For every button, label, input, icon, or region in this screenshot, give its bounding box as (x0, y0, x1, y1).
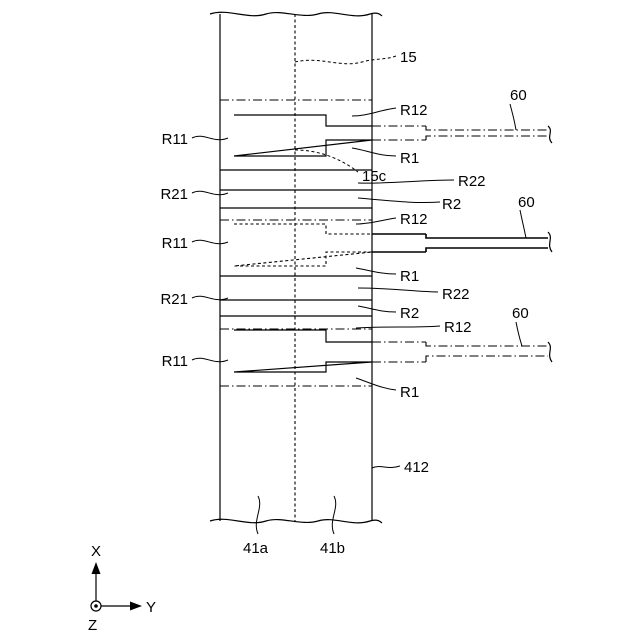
leader-60-2 (520, 210, 526, 238)
leader-60-3 (516, 322, 522, 346)
label-r12-1: R12 (400, 102, 428, 119)
label-412: 412 (404, 459, 429, 476)
wire-60-1-break (548, 126, 552, 143)
y-axis-arrowhead (130, 602, 142, 611)
leader-lines (192, 56, 526, 534)
label-r12-3: R12 (444, 319, 472, 336)
element-3 (234, 330, 552, 372)
leader-r1-2 (356, 268, 396, 274)
label-r11-3: R11 (162, 353, 188, 370)
axis-label-y: Y (146, 599, 156, 616)
element-2-outline (234, 224, 372, 266)
leader-r21-1 (192, 191, 228, 194)
label-15: 15 (400, 49, 417, 66)
leader-r12-3 (356, 326, 440, 328)
label-r12-2: R12 (400, 211, 428, 228)
leader-r12-1 (352, 108, 396, 116)
label-41b: 41b (320, 540, 345, 557)
leader-r12-2 (356, 218, 396, 224)
x-axis-arrowhead (92, 562, 101, 574)
coordinate-axes: X Y Z (88, 543, 156, 634)
leader-r2-2 (358, 306, 396, 312)
label-r21-1: R21 (160, 186, 188, 203)
board-top-break (210, 12, 382, 16)
axis-label-x: X (91, 543, 101, 560)
label-15c: 15c (362, 168, 387, 185)
wire-60-1-step (426, 126, 548, 140)
label-r21-2: R21 (160, 291, 188, 308)
label-r2-1: R2 (442, 196, 461, 213)
label-r2-2: R2 (400, 305, 419, 322)
leader-15 (295, 56, 396, 64)
leader-41a (256, 496, 259, 534)
label-60-2: 60 (518, 194, 535, 211)
leader-r11-1 (192, 136, 228, 139)
leader-r11-3 (192, 358, 228, 361)
element-2 (234, 224, 552, 266)
leader-412 (372, 466, 400, 468)
leader-r21-2 (192, 296, 228, 299)
label-r22-2: R22 (442, 286, 470, 303)
label-60-1: 60 (510, 87, 527, 104)
axis-label-z: Z (88, 617, 97, 634)
label-r11-1: R11 (162, 131, 188, 148)
label-r1-1: R1 (400, 150, 419, 167)
label-r1-2: R1 (400, 268, 419, 285)
wire-60-2-break (548, 232, 552, 252)
label-r1-3: R1 (400, 384, 419, 401)
leader-r11-2 (192, 240, 228, 243)
leader-r1-3 (356, 378, 396, 390)
label-60-3: 60 (512, 305, 529, 322)
leader-r1-1 (352, 148, 396, 156)
wire-60-3-break (548, 342, 552, 362)
label-41a: 41a (243, 540, 269, 557)
wire-60-2-step (426, 234, 548, 252)
element-1 (234, 115, 552, 156)
label-r22-1: R22 (458, 173, 486, 190)
z-axis-dot (94, 604, 98, 608)
leader-41b (332, 496, 335, 534)
wire-60-3-step (426, 342, 548, 362)
leader-60-1 (510, 104, 516, 130)
reference-labels: 15 R12 R1 15c R22 R2 R12 R1 R22 R2 R12 R… (160, 49, 534, 557)
board-bottom-break (210, 519, 382, 523)
element-3-outline (234, 330, 372, 372)
leader-r22-2 (358, 288, 438, 292)
label-r11-2: R11 (162, 235, 188, 252)
leader-r2-1 (358, 198, 440, 203)
